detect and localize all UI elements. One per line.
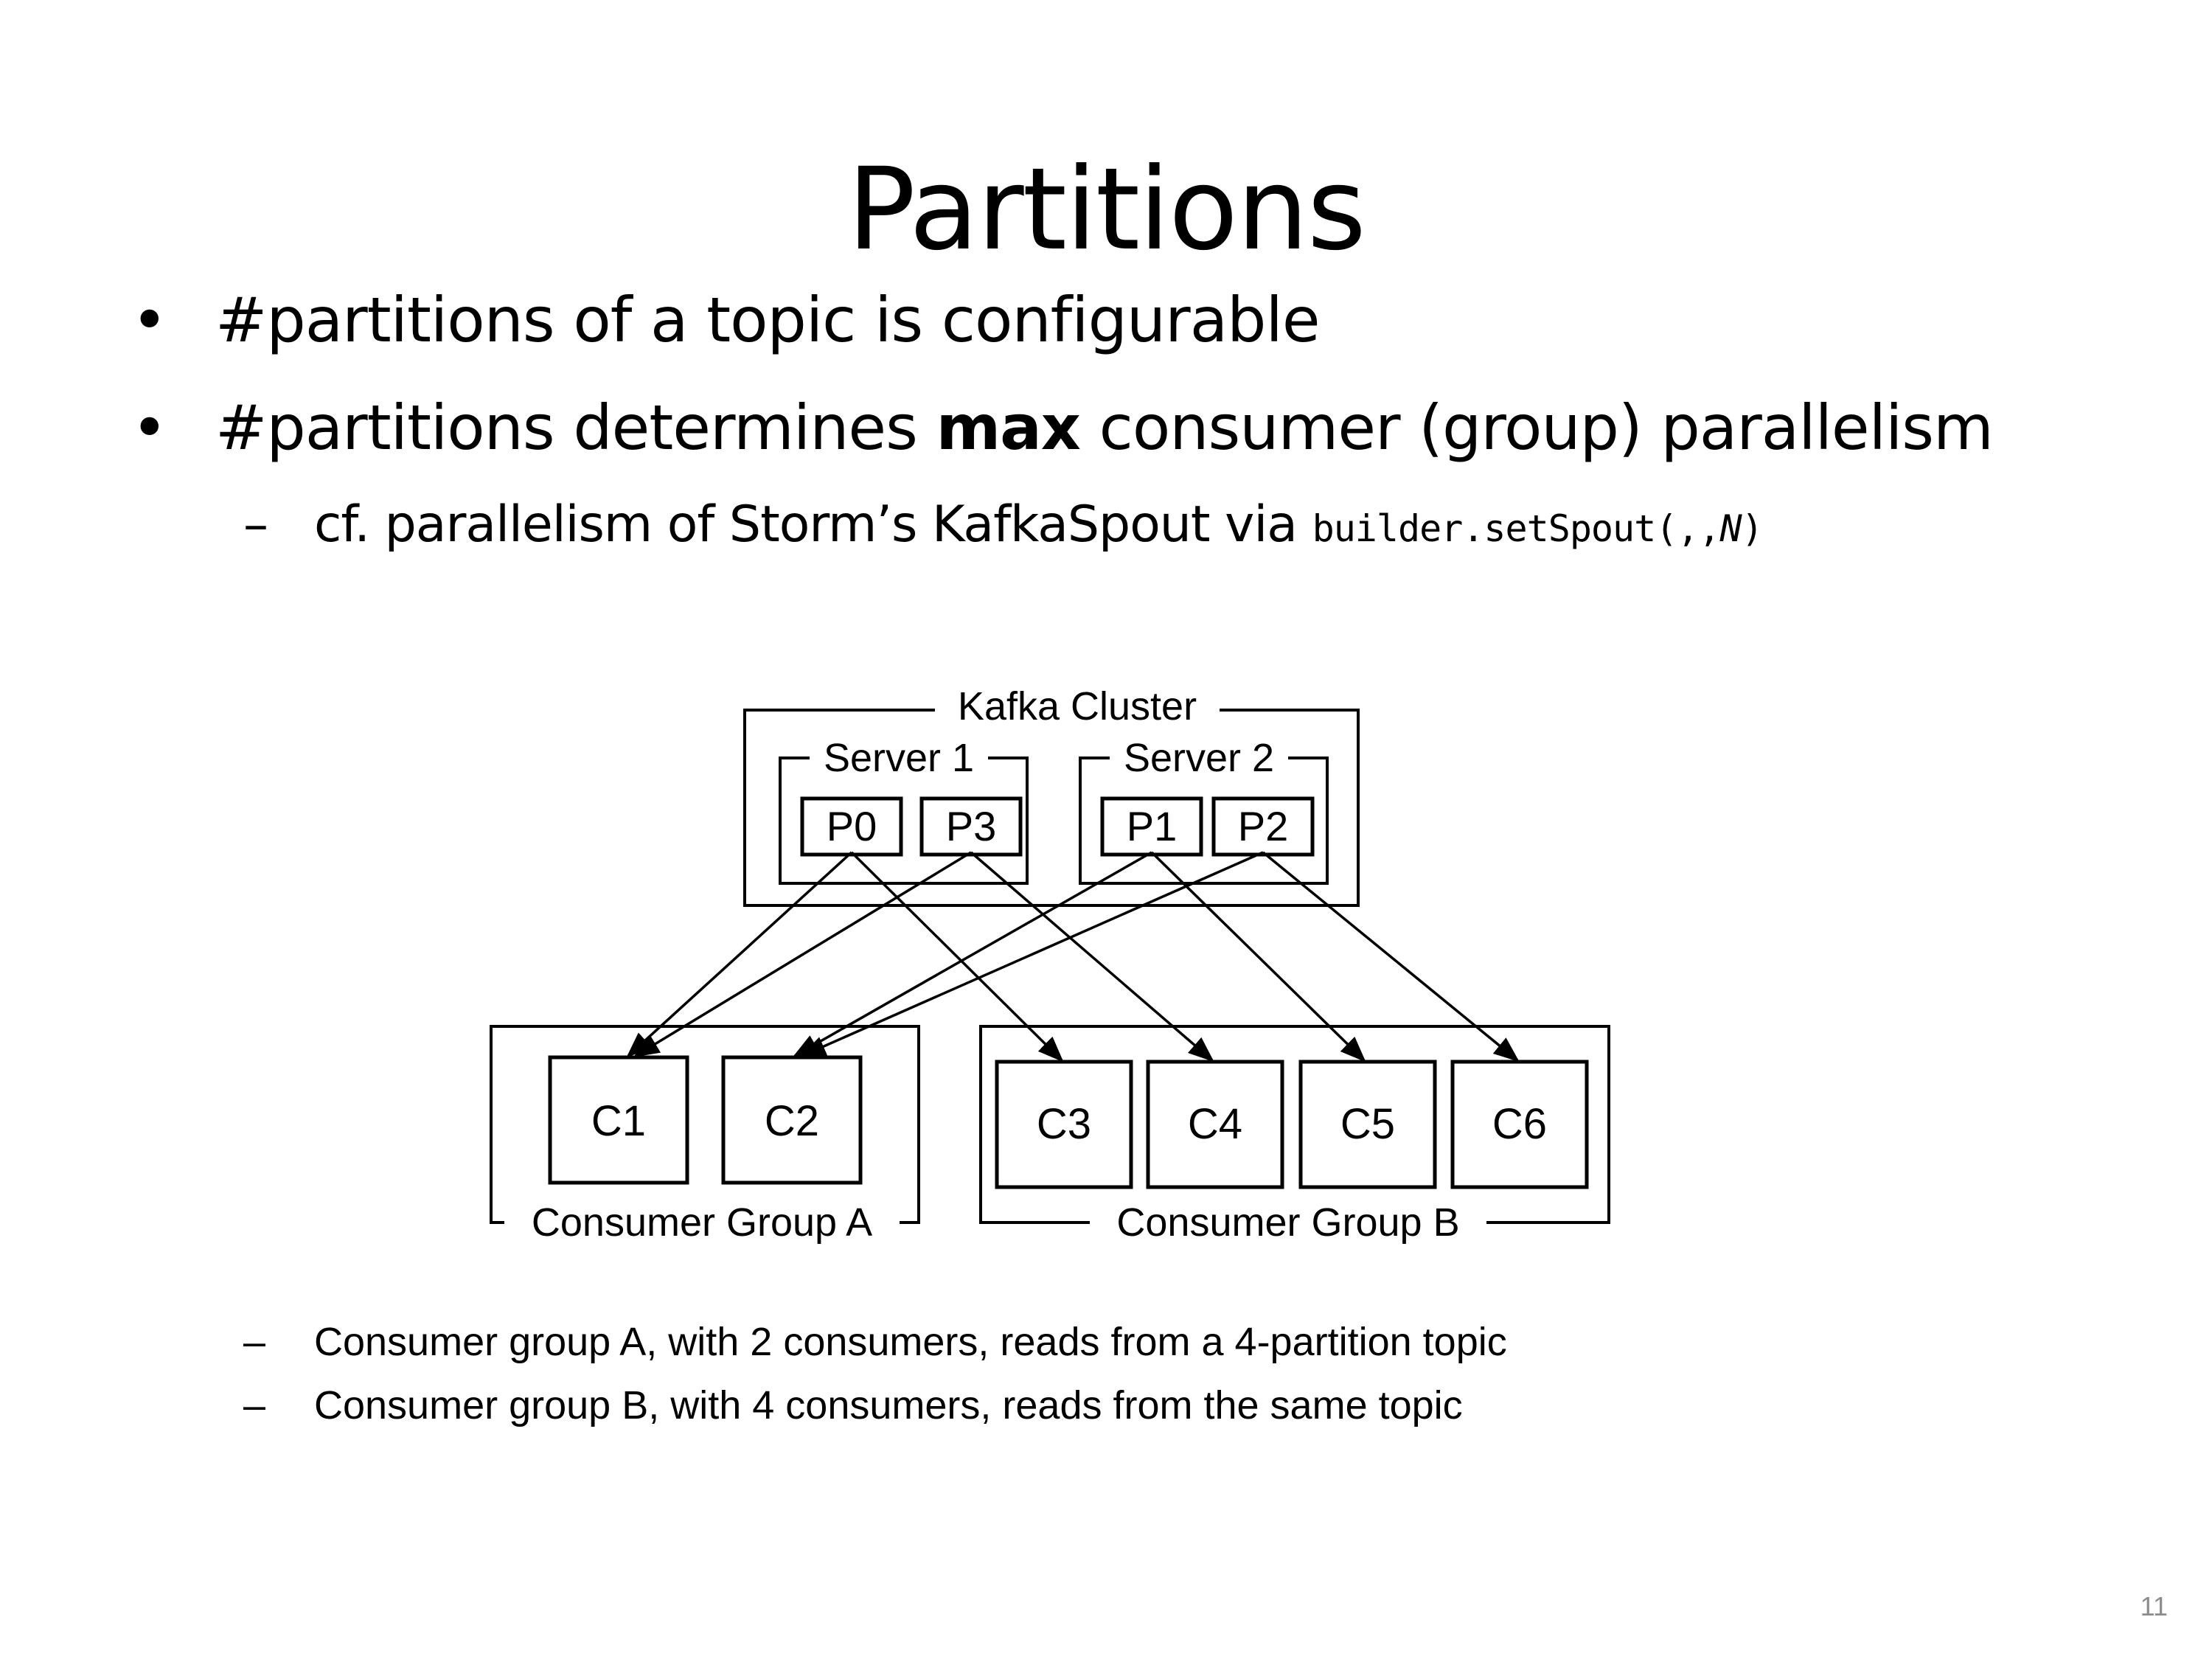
partition-p3-box <box>919 796 1023 857</box>
consumer-label: C2 <box>765 1097 819 1145</box>
partition-label: P1 <box>1127 803 1178 849</box>
consumer-label: C1 <box>591 1097 646 1145</box>
slide-title: Partitions <box>846 144 1366 276</box>
sub-bullet-dash: – <box>243 495 268 554</box>
bullet-text-post: consumer (group) parallelism <box>1079 392 1994 464</box>
server-2-label: Server 2 <box>1124 736 1274 780</box>
consumer-label: C3 <box>1037 1100 1091 1148</box>
partition-label: P0 <box>827 803 877 849</box>
bullet-text-pre: #partitions determines <box>215 392 936 464</box>
partition-label: P2 <box>1238 803 1289 849</box>
caption-dash: – <box>243 1320 266 1364</box>
arrow-p3-c1 <box>633 851 972 1057</box>
caption-group-b: Consumer group B, with 4 consumers, read… <box>314 1383 1463 1427</box>
bullet-configurable: #partitions of a topic is configurable <box>215 283 1321 357</box>
arrow-p0-c3 <box>850 851 1064 1062</box>
consumer-c2-box <box>721 1055 863 1185</box>
consumer-group-a-label: Consumer Group A <box>532 1200 872 1245</box>
partition-p0-box <box>800 796 903 857</box>
bullet-marker: • <box>131 392 168 464</box>
arrow-p1-c2 <box>792 851 1152 1057</box>
bullet-marker: • <box>131 284 168 356</box>
partition-label: P3 <box>946 803 997 849</box>
consumer-label: C5 <box>1340 1100 1395 1148</box>
page-number: 11 <box>2140 1591 2168 1621</box>
partition-p2-box <box>1211 796 1315 857</box>
arrow-p0-c1 <box>626 851 853 1058</box>
code-snippet: builder.setSpout(,,N) <box>1312 507 1764 550</box>
bullet-text-bold: max <box>936 392 1081 464</box>
bullet-parallelism: #partitions determines max consumer (gro… <box>215 391 1994 465</box>
consumer-c4-box <box>1146 1060 1284 1189</box>
code-close: ) <box>1741 507 1764 550</box>
code-call: builder.setSpout(,, <box>1312 507 1721 550</box>
kafka-cluster-label: Kafka Cluster <box>958 684 1197 728</box>
consumer-c3-box <box>995 1060 1133 1189</box>
consumer-c5-box <box>1298 1060 1437 1189</box>
consumer-c6-box <box>1450 1060 1589 1189</box>
server-1-label: Server 1 <box>824 736 974 780</box>
consumer-label: C4 <box>1188 1100 1242 1148</box>
bullet-text: #partitions of a topic is configurable <box>215 284 1321 356</box>
caption-dash: – <box>243 1383 266 1427</box>
consumer-group-b-label: Consumer Group B <box>1116 1200 1459 1245</box>
arrow-p3-c4 <box>970 851 1214 1062</box>
sub-bullet-text: cf. parallelism of Storm’s KafkaSpout vi… <box>314 495 1312 554</box>
sub-bullet-storm: cf. parallelism of Storm’s KafkaSpout vi… <box>314 494 1764 560</box>
caption-group-a: Consumer group A, with 2 consumers, read… <box>314 1320 1507 1364</box>
partition-p1-box <box>1100 796 1203 857</box>
consumer-label: C6 <box>1492 1100 1547 1148</box>
arrow-p2-c6 <box>1262 851 1520 1062</box>
arrow-p2-c2 <box>799 851 1264 1057</box>
consumer-c1-box <box>548 1055 689 1185</box>
code-arg: N <box>1719 507 1742 550</box>
